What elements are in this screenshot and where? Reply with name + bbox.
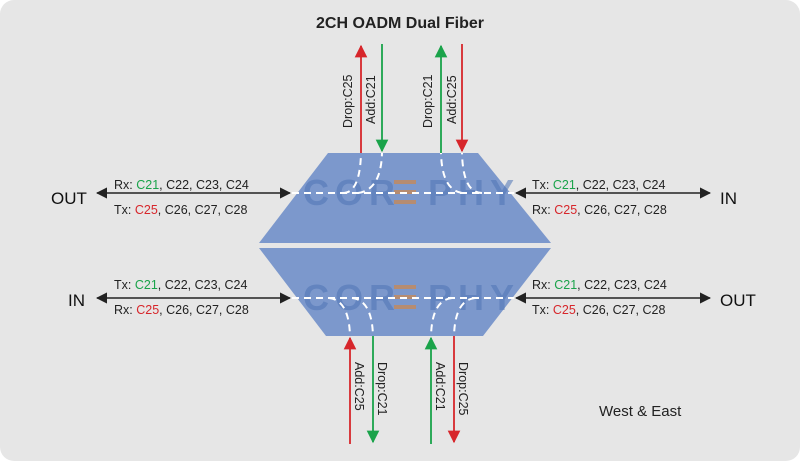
top-vlabel-3: Drop:C21 [421, 74, 435, 128]
bottom-drop-curve-right [453, 297, 476, 337]
top-vlabel-2: Add:C21 [364, 75, 378, 124]
bottom-left-tx-channels: Tx: C21, C22, C23, C24 [114, 278, 247, 292]
bottom-right-tx-channels: Tx: C25, C26, C27, C28 [532, 303, 665, 317]
bottom-add-curve-left [328, 297, 351, 337]
oadm-module-top [259, 153, 551, 243]
bottom-right-rx-channels: Rx: C21, C22, C23, C24 [532, 278, 667, 292]
top-drop-curve-right [440, 152, 463, 194]
top-vlabel-1: Drop:C25 [341, 74, 355, 128]
top-right-port-label: IN [720, 189, 737, 208]
bottom-vlabel-2: Drop:C21 [375, 362, 389, 416]
bottom-vlabel-3: Add:C21 [433, 362, 447, 411]
top-add-curve-left [357, 152, 383, 194]
top-vlabel-4: Add:C25 [445, 75, 459, 124]
top-right-rx-channels: Rx: C25, C26, C27, C28 [532, 203, 667, 217]
top-left-port-label: OUT [51, 189, 87, 208]
oadm-module-bottom [259, 248, 551, 336]
bottom-vlabel-4: Drop:C25 [456, 362, 470, 416]
top-left-rx-channels: Rx: C21, C22, C23, C24 [114, 178, 249, 192]
top-left-tx-channels: Tx: C25, C26, C27, C28 [114, 203, 247, 217]
bottom-add-curve-right [430, 297, 453, 337]
top-right-tx-channels: Tx: C21, C22, C23, C24 [532, 178, 665, 192]
diagram-title: 2CH OADM Dual Fiber [316, 15, 484, 32]
bottom-vlabel-1: Add:C25 [352, 362, 366, 411]
bottom-left-rx-channels: Rx: C25, C26, C27, C28 [114, 303, 249, 317]
bottom-drop-curve-left [351, 297, 374, 337]
region-label: West & East [599, 403, 682, 420]
top-add-curve-right [461, 152, 483, 194]
bottom-right-port-label: OUT [720, 291, 756, 310]
bottom-left-port-label: IN [68, 291, 85, 310]
top-drop-curve-left [342, 152, 362, 194]
